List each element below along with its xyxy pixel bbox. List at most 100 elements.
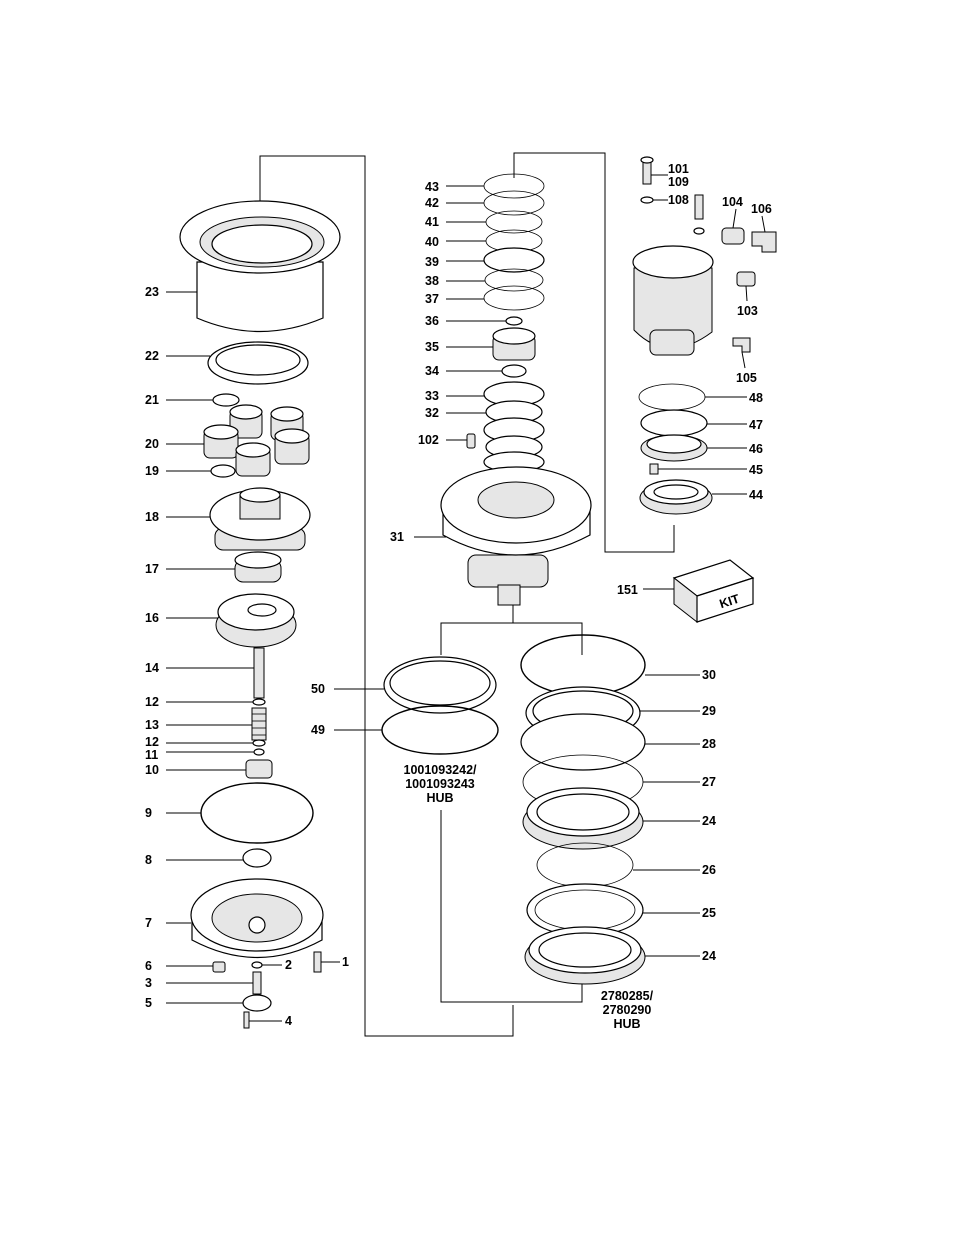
part-4-screw xyxy=(243,1011,250,1029)
part-105-elbow xyxy=(732,337,751,353)
callout-105: 105 xyxy=(736,371,757,385)
callout-34: 34 xyxy=(425,364,439,378)
part-45-spring xyxy=(649,463,659,475)
part-108-washer xyxy=(640,196,654,204)
callout-23: 23 xyxy=(145,285,159,299)
part-2-o-ring xyxy=(251,961,263,969)
part-102-fitting xyxy=(466,433,476,449)
callout-4: 4 xyxy=(285,1014,292,1028)
part-37-ring xyxy=(483,285,545,311)
callout-109: 109 xyxy=(668,175,689,189)
connector-lines xyxy=(259,152,675,1037)
hub-a-line2: 1001093243 xyxy=(405,777,475,791)
callout-7: 7 xyxy=(145,916,152,930)
part-106-elbow xyxy=(751,231,777,253)
callout-16: 16 xyxy=(145,611,159,625)
part-34-ring xyxy=(501,364,527,378)
part-motor-body xyxy=(632,245,714,356)
hub-label-a: 1001093242/ 1001093243 HUB xyxy=(404,763,478,805)
callout-21: 21 xyxy=(145,393,159,407)
part-6-plug xyxy=(212,961,226,973)
callout-1: 1 xyxy=(342,955,349,969)
callout-106: 106 xyxy=(751,202,772,216)
part-103-fitting xyxy=(736,271,756,287)
callout-42: 42 xyxy=(425,196,439,210)
left-stack-parts xyxy=(179,200,341,1029)
callout-46: 46 xyxy=(749,442,763,456)
callout-44: 44 xyxy=(749,488,763,502)
part-33-32-brake-discs xyxy=(483,381,545,473)
hub-label-b: 2780285/ 2780290 HUB xyxy=(601,989,654,1031)
part-12-washer-upper xyxy=(252,698,266,706)
callout-29: 29 xyxy=(702,704,716,718)
part-44-bearing xyxy=(639,479,713,515)
hub-b-line2: 2780290 xyxy=(603,1003,652,1017)
part-24-bearing-upper xyxy=(522,787,644,850)
callout-32: 32 xyxy=(425,406,439,420)
part-38-ring xyxy=(484,268,544,292)
callout-26: 26 xyxy=(702,863,716,877)
callout-24-upper: 24 xyxy=(702,814,716,828)
part-30-ring xyxy=(520,634,646,696)
part-23-ring-gear-housing xyxy=(179,200,341,333)
part-12-washer-lower xyxy=(252,739,266,747)
part-22-seal-ring xyxy=(207,341,309,385)
callout-22: 22 xyxy=(145,349,159,363)
kit-label: KIT xyxy=(718,592,742,612)
part-8-seal xyxy=(242,848,272,868)
callout-10: 10 xyxy=(145,763,159,777)
callout-39: 39 xyxy=(425,255,439,269)
part-48-snap-ring xyxy=(638,383,706,411)
callout-20: 20 xyxy=(145,437,159,451)
part-101-bolt xyxy=(642,159,652,185)
callout-13: 13 xyxy=(145,718,159,732)
callout-14: 14 xyxy=(145,661,159,675)
hub-a-line3: HUB xyxy=(426,791,453,805)
callout-35: 35 xyxy=(425,340,439,354)
part-17-sun-gear xyxy=(234,551,282,583)
callout-49: 49 xyxy=(311,723,325,737)
part-1-bolt xyxy=(313,951,322,973)
hub-b-line3: HUB xyxy=(613,1017,640,1031)
callout-103: 103 xyxy=(737,304,758,318)
hub-b-line1: 2780285/ xyxy=(601,989,654,1003)
right-stack-parts xyxy=(520,634,646,985)
callout-28: 28 xyxy=(702,737,716,751)
callout-40: 40 xyxy=(425,235,439,249)
callout-12-lower: 12 xyxy=(145,735,159,749)
callout-5: 5 xyxy=(145,996,152,1010)
part-50-ring xyxy=(383,656,497,714)
hub-a-line1: 1001093242/ xyxy=(404,763,478,777)
callout-50: 50 xyxy=(311,682,325,696)
callout-102: 102 xyxy=(418,433,439,447)
callout-104: 104 xyxy=(722,195,743,209)
callout-38: 38 xyxy=(425,274,439,288)
callout-9: 9 xyxy=(145,806,152,820)
callout-11: 11 xyxy=(145,748,158,762)
middle-stack-parts xyxy=(381,173,592,755)
callout-47: 47 xyxy=(749,418,763,432)
part-11-ring xyxy=(253,748,265,756)
part-9-o-ring xyxy=(200,782,314,844)
callout-151: 151 xyxy=(617,583,638,597)
part-35-gear xyxy=(492,327,536,361)
part-31-housing xyxy=(440,466,592,606)
part-24-bearing-lower xyxy=(524,926,646,985)
callout-3: 3 xyxy=(145,976,152,990)
callout-43: 43 xyxy=(425,180,439,194)
part-7-cover xyxy=(190,878,324,959)
part-13-spring xyxy=(251,707,267,741)
part-16-carrier xyxy=(215,593,297,648)
callout-2: 2 xyxy=(285,958,292,972)
part-104-fitting xyxy=(721,227,745,245)
callout-25: 25 xyxy=(702,906,716,920)
part-26-ring xyxy=(536,842,634,888)
part-19-washer xyxy=(210,464,236,478)
callout-24-lower: 24 xyxy=(702,949,716,963)
callout-8: 8 xyxy=(145,853,152,867)
part-39-ring xyxy=(483,247,545,273)
callout-108: 108 xyxy=(668,193,689,207)
motor-assembly: KIT xyxy=(632,156,777,624)
part-20-planet-gears xyxy=(203,404,310,477)
